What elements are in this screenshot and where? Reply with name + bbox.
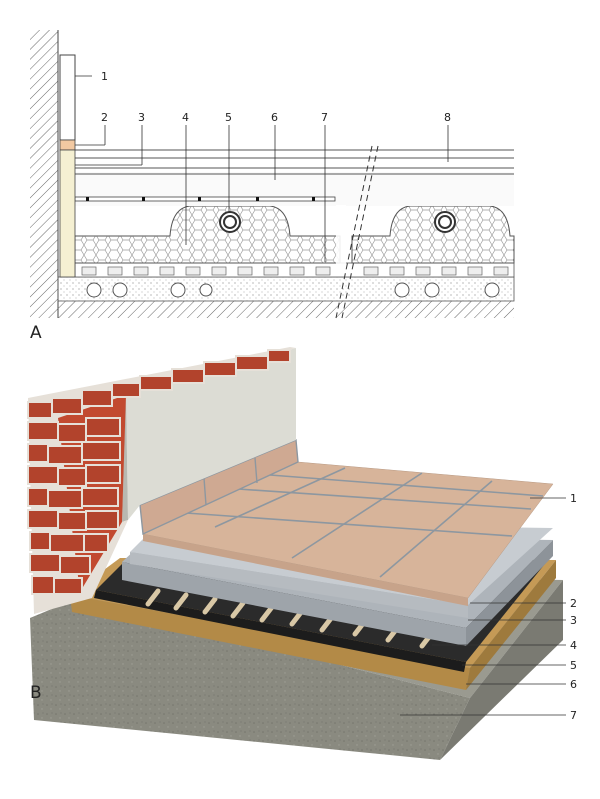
callout-a-8: 8: [444, 111, 451, 124]
callout-a-3: 3: [138, 111, 145, 124]
reinforcement-mesh: [74, 196, 336, 202]
heating-pipes: [219, 211, 456, 233]
concrete-slab-front: [30, 598, 470, 760]
panel-ribs: [81, 266, 509, 276]
wall-hatching: [30, 30, 58, 318]
tile-grout-lines: [185, 467, 544, 578]
screed-lower-side: [466, 540, 553, 646]
callout-b-7: 7: [570, 709, 577, 722]
floor-covering: [75, 149, 514, 175]
insulation-layer-side: [466, 560, 556, 690]
callout-b-2: 2: [570, 597, 577, 610]
callout-b-5: 5: [570, 659, 577, 672]
conduit-pipes: [86, 282, 500, 298]
callout-b-3: 3: [570, 614, 577, 627]
edge-insulation-strip: [59, 149, 76, 278]
callout-b-1: 1: [570, 492, 577, 505]
edge-joint: [59, 139, 76, 151]
callout-a-7: 7: [321, 111, 328, 124]
insulation-panel-with-bosses: [74, 205, 341, 264]
insulation-panel-with-bosses-right: [351, 205, 515, 264]
break-gap: [336, 205, 346, 265]
callout-a-1: 1: [101, 70, 108, 83]
callout-a-4: 4: [182, 111, 189, 124]
insulation-layer-front: [70, 595, 470, 690]
panel-b-3d-render: 1 2 3 4 5 6 7 B: [27, 347, 577, 760]
callout-b-4: 4: [570, 639, 577, 652]
brick-wall: [27, 347, 296, 614]
callout-a-5: 5: [225, 111, 232, 124]
callout-a-6: 6: [271, 111, 278, 124]
ground-hatching: [58, 301, 514, 318]
membrane-front: [94, 590, 466, 672]
callout-b-6: 6: [570, 678, 577, 691]
panel-b-leaders: [400, 497, 566, 716]
mesh-dots: [86, 197, 315, 201]
screed-lower-front: [122, 562, 466, 646]
screed-upper-front: [130, 552, 468, 618]
callout-a-2: 2: [101, 111, 108, 124]
panel-b-label: B: [30, 683, 42, 703]
panel-a-leaders: [75, 75, 449, 262]
panel-a-label: A: [30, 323, 42, 343]
skirting-panel: [59, 54, 76, 141]
panel-a-callouts: 1 2 3 4 5 6 7 8: [101, 70, 451, 124]
panel-b-callouts: 1 2 3 4 5 6 7: [570, 492, 577, 722]
panel-a-section-drawing: 1 2 3 4 5 6 7 8 A: [30, 30, 515, 343]
tile-front-edge: [143, 534, 468, 606]
